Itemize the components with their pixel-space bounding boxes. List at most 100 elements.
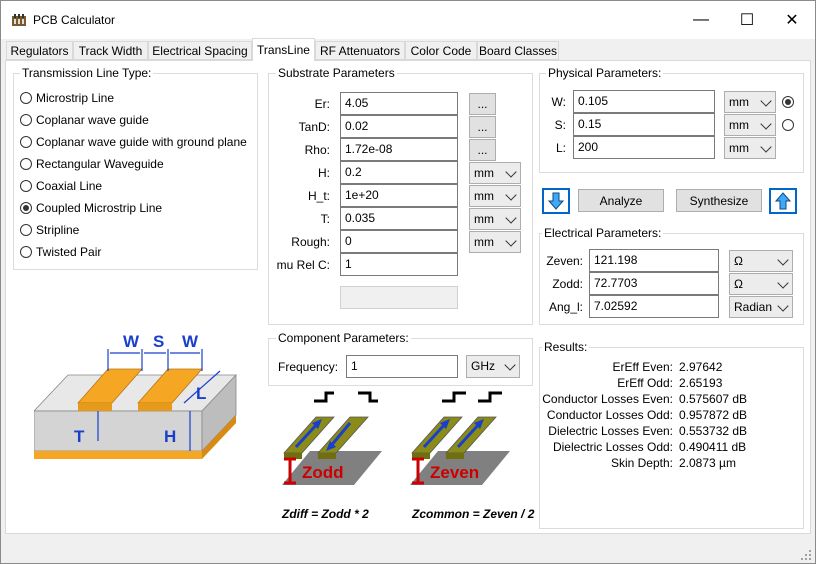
synthesize-target-radio[interactable]: [782, 119, 794, 131]
frequency-unit-value: GHz: [471, 359, 495, 373]
substrate-input[interactable]: 0.035: [340, 207, 458, 230]
chevron-down-icon: [504, 359, 516, 371]
physical-input[interactable]: 0.105: [573, 90, 715, 113]
substrate-input[interactable]: 0: [340, 230, 458, 253]
physical-unit-select[interactable]: mm: [724, 114, 776, 136]
radio-coplanar-wave-guide-with-ground-plane[interactable]: [20, 136, 32, 148]
substrate-input[interactable]: 0.02: [340, 115, 458, 138]
electrical-label: Ang_l:: [548, 300, 583, 314]
frequency-unit-select[interactable]: GHz: [466, 355, 520, 378]
result-value: 0.490411 dB: [679, 440, 747, 454]
substrate-unit-select-value: mm: [474, 235, 494, 249]
status-bar: [1, 539, 815, 563]
tab-electrical-spacing[interactable]: Electrical Spacing: [148, 41, 252, 60]
window-title: PCB Calculator: [33, 13, 116, 27]
zodd-diagram: [282, 391, 382, 485]
tab-regulators[interactable]: Regulators: [6, 41, 73, 60]
chevron-down-icon: [760, 118, 772, 130]
result-label: ErEff Odd:: [617, 376, 673, 390]
maximize-button[interactable]: ☐: [739, 12, 755, 29]
electrical-input[interactable]: 7.02592: [589, 295, 719, 318]
synthesize-button[interactable]: Synthesize: [676, 189, 762, 212]
radio-coplanar-wave-guide[interactable]: [20, 114, 32, 126]
resize-grip-icon[interactable]: [801, 550, 811, 560]
physical-label: S:: [554, 118, 566, 132]
physical-title: Physical Parameters:: [546, 66, 664, 80]
chevron-down-icon: [505, 235, 517, 247]
electrical-input[interactable]: 72.7703: [589, 272, 719, 295]
analyze-button[interactable]: Analyze: [578, 189, 664, 212]
substrate-label: TanD:: [298, 120, 330, 134]
synthesize-target-radio[interactable]: [782, 96, 794, 108]
substrate-unit-select-value: mm: [474, 189, 494, 203]
close-button[interactable]: ✕: [785, 12, 799, 29]
dim-l: L: [196, 384, 207, 403]
browse-button[interactable]: ...: [469, 93, 496, 115]
physical-input[interactable]: 200: [573, 136, 715, 159]
results-title: Results:: [542, 340, 590, 354]
line-type-option-label: Microstrip Line: [36, 91, 115, 105]
analyze-arrow-button[interactable]: [542, 188, 570, 214]
tab-color-code[interactable]: Color Code: [405, 41, 477, 60]
radio-twisted-pair[interactable]: [20, 246, 32, 258]
physical-input[interactable]: 0.15: [573, 113, 715, 136]
line-type-option-label: Coupled Microstrip Line: [36, 201, 163, 215]
result-value: 2.0873 µm: [679, 456, 736, 470]
substrate-input[interactable]: 4.05: [340, 92, 458, 115]
electrical-unit-select[interactable]: Radian: [729, 296, 793, 318]
chevron-down-icon: [777, 254, 789, 266]
line-type-option-label: Coplanar wave guide with ground plane: [36, 135, 247, 149]
browse-button[interactable]: ...: [469, 139, 496, 161]
electrical-unit-select[interactable]: Ω: [729, 273, 793, 295]
substrate-input[interactable]: 0.2: [340, 161, 458, 184]
electrical-unit-select-value: Ω: [734, 254, 743, 268]
radio-microstrip-line[interactable]: [20, 92, 32, 104]
minimize-button[interactable]: —: [693, 11, 709, 28]
substrate-group: [268, 73, 533, 325]
substrate-label: T:: [320, 212, 330, 226]
substrate-unit-select[interactable]: mm: [469, 185, 521, 207]
tab-rf-attenuators[interactable]: RF Attenuators: [315, 41, 405, 60]
substrate-unit-select-value: mm: [474, 212, 494, 226]
electrical-unit-select[interactable]: Ω: [729, 250, 793, 272]
tab-board-classes[interactable]: Board Classes: [477, 41, 559, 60]
electrical-input[interactable]: 121.198: [589, 249, 719, 272]
line-type-option-label: Stripline: [36, 223, 80, 237]
radio-coupled-microstrip-line[interactable]: [20, 202, 32, 214]
radio-stripline[interactable]: [20, 224, 32, 236]
result-value: 0.957872 dB: [679, 408, 748, 422]
frequency-input[interactable]: 1: [346, 355, 458, 378]
result-label: Dielectric Losses Even:: [548, 424, 673, 438]
substrate-input[interactable]: 1e+20: [340, 184, 458, 207]
title-bar: PCB Calculator — ☐ ✕: [1, 1, 815, 39]
browse-button[interactable]: ...: [469, 116, 496, 138]
synthesize-arrow-button[interactable]: [769, 188, 797, 214]
tab-transline[interactable]: TransLine: [252, 38, 315, 61]
electrical-title: Electrical Parameters:: [542, 226, 664, 240]
physical-unit-select-value: mm: [729, 118, 749, 132]
zeven-label: Zeven: [430, 463, 480, 482]
result-label: Skin Depth:: [610, 456, 673, 470]
radio-coaxial-line[interactable]: [20, 180, 32, 192]
results-group: [539, 347, 804, 529]
substrate-unit-select[interactable]: mm: [469, 231, 521, 253]
electrical-label: Zodd:: [552, 277, 583, 291]
physical-unit-select[interactable]: mm: [724, 137, 776, 159]
substrate-input[interactable]: 1: [340, 253, 458, 276]
dim-w-left: W: [123, 332, 140, 351]
substrate-unit-select[interactable]: mm: [469, 208, 521, 230]
substrate-label: H_t:: [307, 189, 330, 203]
physical-unit-select[interactable]: mm: [724, 91, 776, 113]
chevron-down-icon: [760, 141, 772, 153]
substrate-input[interactable]: 1.72e-08: [340, 138, 458, 161]
electrical-unit-select-value: Ω: [734, 277, 743, 291]
tab-track-width[interactable]: Track Width: [73, 41, 148, 60]
substrate-title: Substrate Parameters: [276, 66, 397, 80]
substrate-unit-select-value: mm: [474, 166, 494, 180]
radio-rectangular-waveguide[interactable]: [20, 158, 32, 170]
result-value: 2.65193: [679, 376, 723, 390]
result-value: 0.553732 dB: [679, 424, 748, 438]
substrate-unit-select[interactable]: mm: [469, 162, 521, 184]
dim-s: S: [153, 332, 165, 351]
